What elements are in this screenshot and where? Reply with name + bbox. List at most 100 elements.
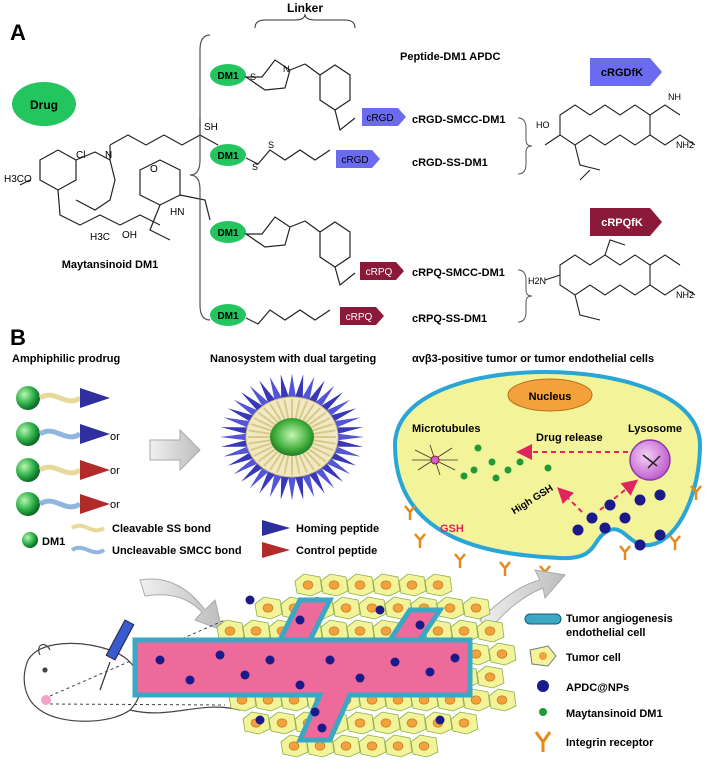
nanoparticle	[220, 373, 364, 501]
drug-ellipse	[12, 82, 76, 126]
np-dot	[619, 512, 631, 524]
tumor-cell-nucleus	[392, 741, 404, 751]
nano-chain	[294, 455, 301, 475]
nano-spike	[294, 475, 304, 500]
nucleus-shape	[507, 378, 593, 412]
nano-spike	[325, 399, 351, 417]
nano-spike	[320, 462, 343, 482]
legend-endothelial-1: Tumor angiogenesis	[566, 613, 673, 625]
control-peptide	[80, 494, 110, 514]
drug-dot	[488, 458, 496, 466]
nano-chain	[269, 452, 282, 471]
np-dot	[325, 655, 335, 665]
tumor-cell-nucleus	[328, 626, 340, 636]
np-dot	[255, 715, 265, 725]
crgdfk-label: cRGDfK	[601, 67, 643, 79]
tumor-cell-nucleus	[484, 672, 496, 682]
nano-spike	[329, 408, 357, 423]
nano-spike	[227, 451, 255, 466]
dm1-ellipse	[210, 64, 246, 86]
nano-spike	[332, 445, 361, 457]
tumor-tissue	[132, 573, 517, 758]
homing-peptide	[80, 388, 110, 408]
grey-arrow-3	[479, 569, 566, 631]
tumor-cell-nucleus	[328, 580, 340, 590]
nano-chain	[305, 450, 321, 467]
prodrug-row-4: or	[16, 492, 120, 516]
nano-chain	[250, 442, 272, 451]
legend-control: Control peptide	[296, 545, 377, 557]
nano-chain	[257, 448, 276, 463]
crgdfk-tag-shape	[590, 58, 662, 86]
dm1-ellipse	[210, 144, 246, 166]
drug-dot	[474, 444, 482, 452]
nano-chain	[310, 445, 331, 457]
tumor-cell-nucleus	[470, 603, 482, 613]
nano-spike	[259, 470, 276, 494]
nano-spike	[241, 392, 264, 412]
tumor-cell-nucleus	[470, 695, 482, 705]
nano-chain	[310, 417, 331, 429]
nano-spike	[335, 433, 364, 441]
ss-bond	[38, 464, 82, 476]
drug-dot	[504, 466, 512, 474]
atom-h3co: H3CO	[4, 174, 32, 185]
drug-dot	[460, 472, 468, 480]
np-dot	[355, 673, 365, 683]
dm1-tag: DM1	[217, 151, 239, 162]
smcc-bond	[38, 498, 82, 510]
nano-chain	[257, 411, 276, 426]
grey-arrow-2	[139, 578, 223, 631]
dm1-ball	[16, 492, 40, 516]
np-dot	[310, 707, 320, 717]
conjugate-label-1: cRGD-SMCC-DM1	[412, 114, 506, 126]
nano-spike	[288, 373, 296, 398]
nano-spike	[329, 451, 357, 466]
tumor-cell-nucleus	[484, 626, 496, 636]
np-dot	[415, 620, 425, 630]
zoom-line-2	[49, 703, 226, 706]
tumor-cell-nucleus	[392, 603, 404, 613]
drug-dot	[492, 474, 500, 482]
nano-spike	[220, 439, 250, 447]
atom-nh2-rgd: NH2	[676, 140, 694, 150]
lysosome-arrow	[599, 479, 639, 511]
tumor-cell-nucleus	[276, 718, 288, 728]
legend-apdc-swatch	[537, 680, 549, 692]
tumor-cell-nucleus	[288, 741, 300, 751]
integrin-receptor	[499, 561, 511, 576]
nano-spike	[227, 408, 255, 423]
big-brace	[189, 34, 211, 321]
crpq-tag: cRPQ	[346, 312, 373, 323]
np-dot	[317, 723, 327, 733]
legend-homing: Homing peptide	[296, 523, 379, 535]
nano-spike	[220, 427, 250, 435]
homing-peptide	[80, 424, 110, 444]
dm1-ball	[16, 422, 40, 446]
syringe-icon	[99, 619, 135, 691]
np-dot	[654, 529, 666, 541]
np-dot	[599, 522, 611, 534]
legend-smcc-swatch	[70, 545, 106, 555]
nano-chain	[250, 423, 272, 432]
np-dot	[654, 489, 666, 501]
tumor-cell-nucleus	[380, 718, 392, 728]
nano-spike	[280, 374, 290, 399]
tumor-cell-nucleus	[224, 626, 236, 636]
nano-chain	[269, 403, 282, 422]
nano-spike	[334, 439, 364, 447]
nano-chain	[313, 439, 336, 445]
atom-oh: OH	[122, 230, 137, 241]
crpq-tag-shape	[340, 307, 384, 325]
panel-b-letter: B	[10, 325, 26, 350]
np-dot	[185, 675, 195, 685]
drug-dot	[470, 466, 478, 474]
integrin-receptor	[454, 553, 466, 568]
atom-s: S	[268, 140, 274, 150]
prodrug-row-1	[16, 386, 110, 410]
nano-chain	[298, 400, 308, 420]
apdc-title: Peptide-DM1 APDC	[400, 51, 500, 63]
np-dot	[375, 605, 385, 615]
drug-dot	[544, 464, 552, 472]
crpq-tag-shape	[360, 262, 404, 280]
